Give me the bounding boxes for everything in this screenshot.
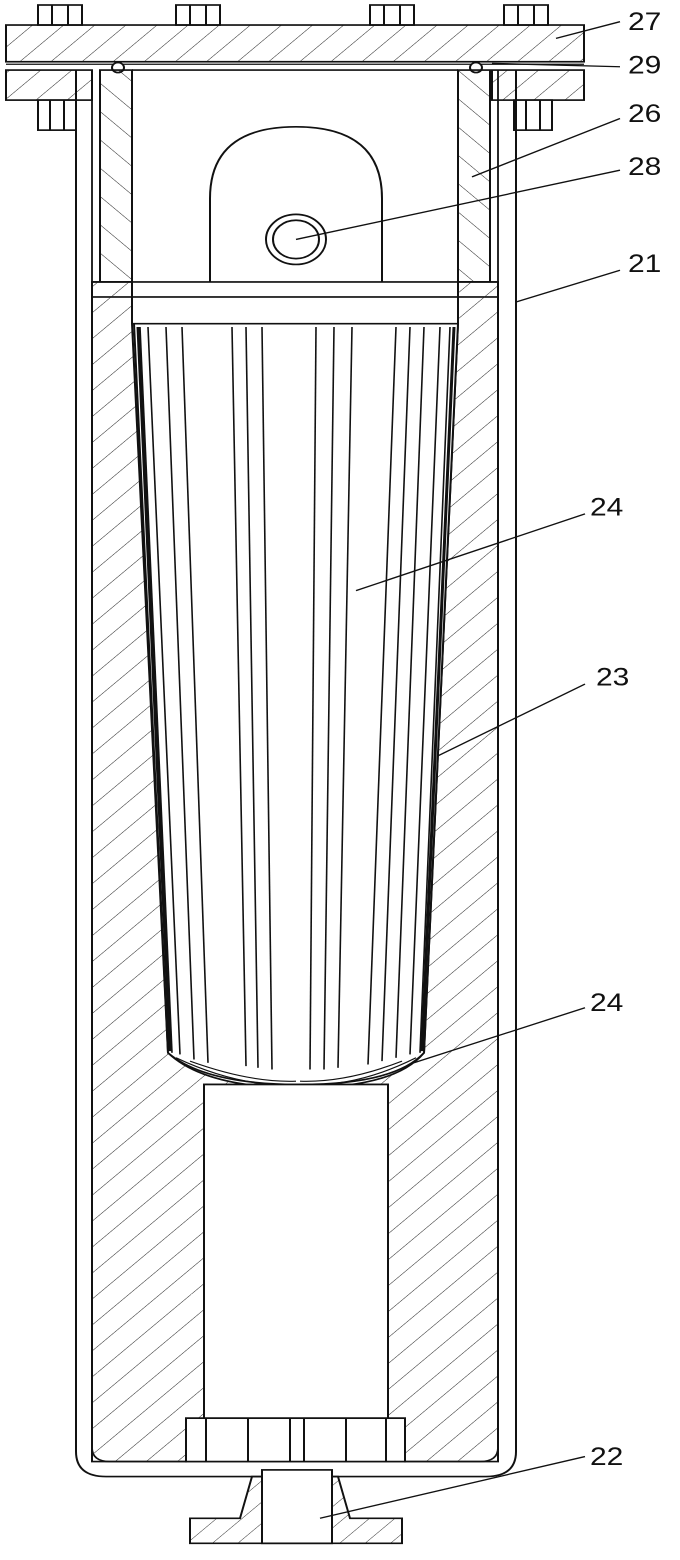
housing-flange — [5, 69, 585, 101]
leader-lines — [295, 21, 621, 1519]
label-21: 21 — [628, 249, 661, 277]
filter-pleats — [139, 326, 451, 1070]
label-26: 26 — [628, 99, 661, 127]
bottom-support — [185, 1417, 406, 1463]
flange-nuts — [37, 99, 553, 131]
label-28: 28 — [628, 153, 661, 181]
label-24-upper: 24 — [590, 493, 623, 521]
inner-sleeve — [99, 69, 491, 283]
label-24-lower: 24 — [590, 988, 623, 1016]
cover-plate — [5, 24, 585, 63]
inlet-nozzle — [189, 1469, 403, 1545]
label-27: 27 — [628, 7, 661, 35]
top-bolts — [37, 4, 549, 26]
support-ring — [91, 281, 499, 298]
label-23: 23 — [596, 663, 629, 691]
label-22: 22 — [590, 1442, 623, 1470]
label-29: 29 — [628, 51, 661, 79]
inlet-channel — [203, 1083, 389, 1420]
